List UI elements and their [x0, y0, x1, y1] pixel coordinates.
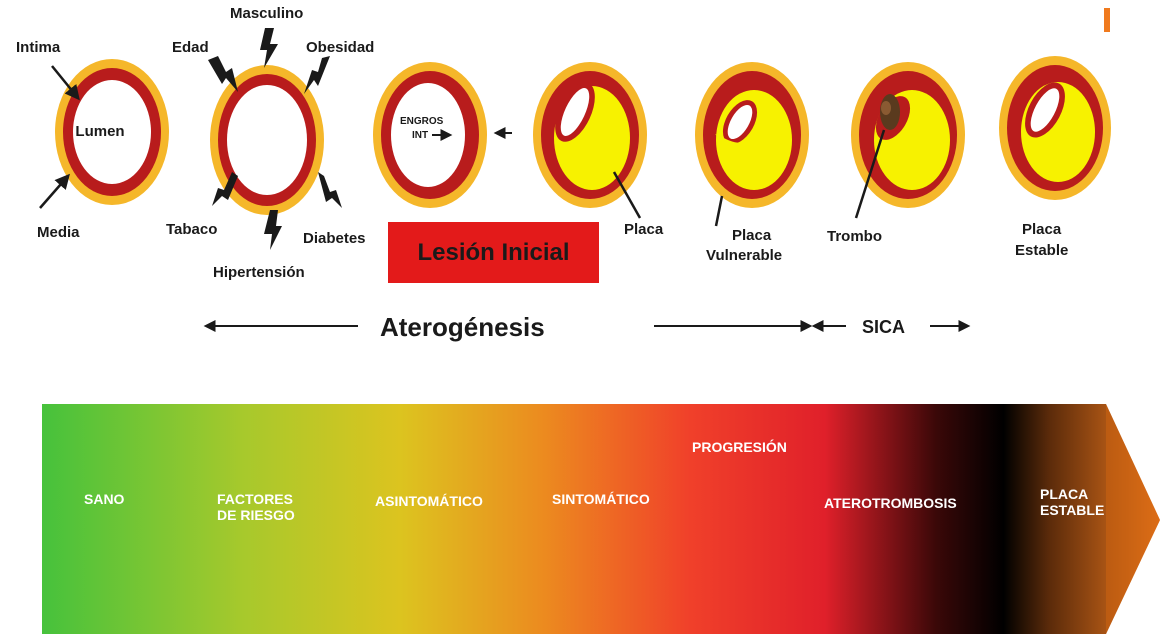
media-label: Media — [37, 224, 80, 241]
masculino-label: Masculino — [230, 5, 303, 22]
progression-bar — [42, 404, 1160, 634]
trombo-label: Trombo — [827, 228, 882, 245]
timeline: Aterogénesis SICA — [206, 312, 968, 342]
tabaco-label: Tabaco — [166, 221, 217, 238]
aterogenesis-label: Aterogénesis — [380, 312, 545, 342]
sica-label: SICA — [862, 317, 905, 337]
artery-stable — [999, 56, 1111, 200]
stage-label-0-0: SANO — [84, 491, 125, 507]
diabetes-label: Diabetes — [303, 230, 366, 247]
lumen-label: Lumen — [75, 123, 124, 140]
int-label: INT — [412, 130, 428, 141]
stage-label-1-0: FACTORES — [217, 491, 293, 507]
stage-label-6-1: ESTABLE — [1040, 502, 1104, 518]
edad-label: Edad — [172, 39, 209, 56]
stage-label-5-0: ATEROTROMBOSIS — [824, 495, 957, 511]
stage-label-6-0: PLACA — [1040, 486, 1088, 502]
bolt-hipertension — [264, 210, 282, 250]
engros-label: ENGROS — [400, 116, 444, 127]
lesion-inicial-label: Lesión Inicial — [417, 239, 569, 267]
stage-label-2-0: ASINTOMÁTICO — [375, 493, 483, 509]
stage-label-4-0: PROGRESIÓN — [692, 438, 787, 455]
corner-accent — [1104, 8, 1110, 32]
artery-plaque — [533, 62, 647, 208]
bolt-obesidad — [304, 56, 330, 94]
progression-bar-shape — [42, 404, 1160, 634]
obesidad-label: Obesidad — [306, 39, 374, 56]
stage-label-3-0: SINTOMÁTICO — [552, 491, 650, 507]
bolt-masculino — [260, 28, 278, 68]
progression-bar-tip — [1106, 404, 1160, 634]
placa-estable-label-1: Placa — [1022, 221, 1062, 238]
media-arrow — [40, 176, 68, 208]
intima-label: Intima — [16, 39, 61, 56]
placa-estable-label-2: Estable — [1015, 242, 1068, 259]
hipertension-label: Hipertensión — [213, 264, 305, 281]
placa-vulnerable-label-1: Placa — [732, 227, 772, 244]
lesion-inicial-box: Lesión Inicial — [388, 222, 599, 283]
bolt-edad — [208, 56, 238, 92]
placa-vulnerable-label-2: Vulnerable — [706, 247, 782, 264]
artery-thickening — [373, 62, 487, 208]
bolt-diabetes — [318, 172, 342, 208]
vulnerable-arrow — [716, 196, 722, 226]
artery-vulnerable — [695, 62, 809, 208]
artery-thrombus — [851, 62, 965, 208]
placa-label: Placa — [624, 221, 664, 238]
stage-label-1-1: DE RIESGO — [217, 507, 295, 523]
